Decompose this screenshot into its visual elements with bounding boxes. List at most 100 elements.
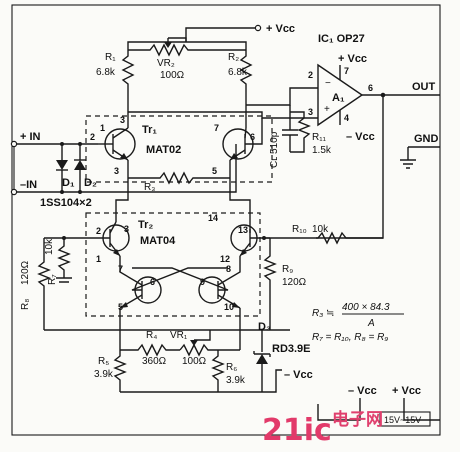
tr2-transistor-upper-right: 14 13 12 (208, 213, 316, 264)
opamp-vcc-neg: – Vcc (346, 131, 375, 143)
vr1-label: VR₁ (170, 330, 188, 341)
tr1-transistor-right: 7 6 (214, 118, 263, 161)
watermark-cn: 电子网 (332, 409, 383, 430)
vr2-label: VR₂ (157, 58, 175, 69)
tr1-pin-2: 2 (90, 132, 95, 142)
in-pos-label: + IN (20, 131, 41, 143)
vr2-value: 100Ω (160, 70, 185, 81)
r10-value: 10k (312, 224, 329, 235)
potentiometer-vr1: VR₁ 100Ω (170, 330, 240, 367)
mat02-label: MAT02 (146, 144, 181, 156)
supply-range-box (379, 411, 431, 427)
r11-label: R₁₁ (312, 132, 327, 143)
opamp-vcc-pos: + Vcc (338, 53, 367, 65)
cl-label: Cʟ 510p (269, 131, 280, 168)
diode-d1: D₁ (56, 144, 75, 192)
tr1-pin-7: 7 (214, 123, 219, 133)
r7-label: R₇ (47, 274, 58, 285)
tr1-transistor-left: 2 3 1 (90, 115, 136, 161)
tr2-pin-8: 8 (226, 264, 231, 274)
r5-label: R₅ (98, 356, 109, 367)
capacitor-cl: Cʟ 510p (269, 105, 298, 168)
tr2-pin-10: 10 (224, 302, 234, 312)
tr1-pin-3-bottom: 3 (114, 166, 119, 176)
cross-couple-a (131, 267, 228, 291)
watermark-main: 21ic (262, 413, 332, 448)
tr2-pin-14: 14 (208, 213, 218, 223)
d3-label: D₃ (258, 321, 271, 333)
tr2-mat04-package (85, 212, 261, 317)
r6-value: 3.9k (226, 375, 246, 386)
gnd-label: GND (414, 133, 439, 145)
vcc-neg-bottom: – Vcc (284, 369, 313, 381)
supply-range-label: 15V~15V (384, 415, 421, 425)
opamp-pin-2: 2 (308, 70, 313, 80)
tr2-pin-9: 9 (200, 277, 205, 287)
tr2-pin-13: 13 (238, 225, 248, 235)
r1-label: R₁ (105, 52, 116, 63)
tr2-transistor-lower-left: 7 6 5 (118, 256, 162, 312)
d1-label: D₁ (62, 177, 75, 189)
opamp-pin-4: 4 (344, 113, 349, 123)
supply-terminals: – Vcc + Vcc 15V~15V (317, 385, 440, 427)
potentiometer-vr2: VR₂ 100Ω (128, 37, 246, 81)
resistor-r4: R₄ 360Ω (120, 330, 180, 367)
tr1-pin-6: 6 (250, 132, 255, 142)
resistor-r5: R₅ 3.9k (94, 350, 127, 392)
r2-value: 6.8k (228, 67, 248, 78)
r1-value: 6.8k (96, 67, 116, 78)
tr1-label: Tr₁ (142, 124, 157, 136)
resistor-r8: R₈ 120Ω (20, 238, 51, 330)
opamp-plus-sign: + (324, 104, 330, 115)
r-relation-formula: R₇ = R₁₀, R₈ = R₉ (312, 332, 388, 343)
r11-value: 1.5k (312, 145, 332, 156)
r3-formula-numerator: 400 × 84.3 (342, 302, 390, 313)
resistor-r10: R₁₀ 10k (292, 224, 383, 245)
resistor-r2: R₂ 6.8k (228, 50, 253, 92)
tr1-pin-1: 1 (100, 123, 105, 133)
site-watermark-logo: 21ic 电子网 (262, 409, 383, 448)
tr2-transistor-upper-left: 2 3 1 (92, 221, 130, 264)
r2-label: R₂ (228, 52, 239, 63)
supply-pos-label: + Vcc (392, 385, 421, 397)
gnd-terminal: GND (400, 133, 440, 169)
r8-value: 120Ω (20, 260, 31, 285)
r4-value: 360Ω (142, 356, 167, 367)
opamp-pin-6: 6 (368, 83, 373, 93)
opamp-pin-7: 7 (344, 66, 349, 76)
r8-label: R₈ (20, 299, 31, 310)
vcc-top-label: + Vcc (266, 23, 295, 35)
tr2-pin-3: 3 (124, 224, 129, 234)
r3-formula: R₃ ≒ 400 × 84.3 A R₇ = R₁₀, R₈ = R₉ (312, 302, 404, 343)
resistor-r7: R₇ 10k (44, 238, 71, 285)
mat04-label: MAT04 (140, 235, 176, 247)
input-negative: –IN (10, 144, 237, 196)
resistor-r9: R₉ 120Ω (263, 238, 307, 300)
r7-value: 10k (44, 238, 55, 255)
r10-label: R₁₀ (292, 224, 307, 235)
resistor-r1: R₁ 6.8k (96, 50, 135, 92)
supply-neg-label: – Vcc (348, 385, 377, 397)
r6-label: R₆ (226, 362, 237, 373)
vr1-value: 100Ω (182, 356, 207, 367)
input-positive: + IN (10, 131, 98, 148)
tr2-pin-2: 2 (96, 226, 101, 236)
tr2-pin-1: 1 (96, 254, 101, 264)
r4-label: R₄ (146, 330, 157, 341)
tr1-pin-3-top: 3 (120, 115, 125, 125)
r3-formula-denominator: A (367, 318, 375, 329)
resistor-r11: R₁₁ 1.5k (290, 111, 332, 156)
r3-formula-lhs: R₃ ≒ (312, 308, 334, 319)
opamp-a1-label: A₁ (332, 92, 345, 104)
d2-label: D₂ (84, 177, 97, 189)
resistor-r6: R₆ 3.9k (211, 350, 246, 392)
opamp-a1: − + A₁ 2 3 7 + Vcc 4 – Vcc 6 (308, 53, 375, 143)
diode-d2: D₂ (74, 144, 97, 192)
in-neg-label: –IN (20, 179, 37, 191)
r5-value: 3.9k (94, 369, 114, 380)
tr2-label: Tr₂ (138, 219, 153, 231)
tr1-pin-5: 5 (212, 166, 217, 176)
tr2-transistor-lower-right: 8 9 10 (198, 256, 241, 312)
opamp-minus-sign: − (325, 78, 331, 89)
